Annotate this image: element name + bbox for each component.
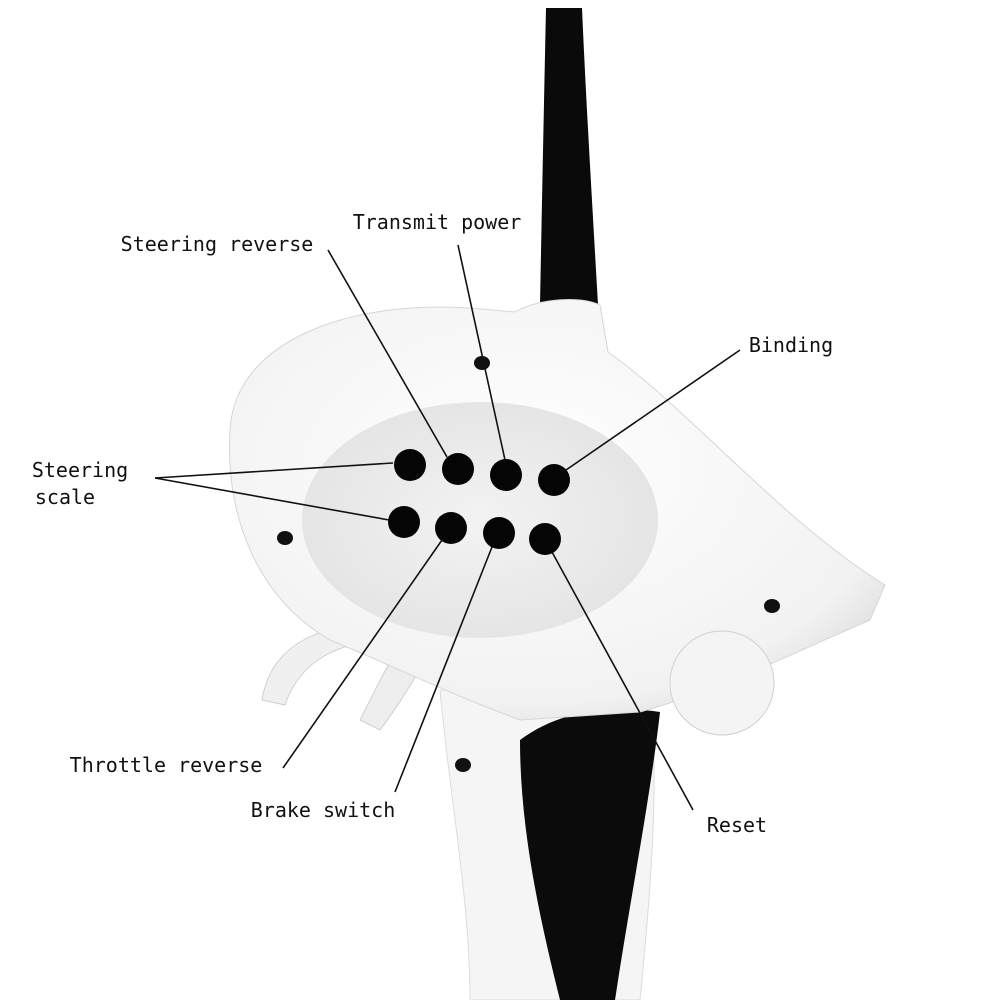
screw-hole [455,758,471,772]
screw-holes [277,356,780,772]
leader-binding [565,349,741,471]
steering-scale-hole-top [394,449,426,481]
leader-transmit-power [457,244,506,461]
screw-hole [764,599,780,613]
transmit-power-hole [490,459,522,491]
label-steering-reverse: Steering reverse [121,232,314,256]
antenna [540,8,598,305]
label-brake-switch: Brake switch [251,798,396,822]
steering-scale-hole-bottom [388,506,420,538]
brake-switch-hole [483,517,515,549]
reset-knob [669,630,775,736]
leader-brake-switch [394,546,493,793]
leader-steering-reverse [327,249,448,458]
leader-reset [551,551,694,811]
screw-hole [277,531,293,545]
grip [520,709,660,1000]
leader-throttle-reverse [282,539,443,769]
label-binding: Binding [749,333,833,357]
label-throttle-reverse: Throttle reverse [70,753,263,777]
label-steering-scale-line2: scale [35,485,95,509]
binding-hole [538,464,570,496]
label-steering-scale-line1: Steering [32,458,128,482]
reset-hole [529,523,561,555]
control-holes [388,449,570,555]
button-recess [302,402,658,638]
label-transmit-power: Transmit power [353,210,522,234]
steering-reverse-hole [442,453,474,485]
screw-hole [474,356,490,370]
throttle-reverse-hole [435,512,467,544]
leader-steering-scale-bottom [154,477,390,521]
leader-steering-scale-top [154,462,394,479]
label-reset: Reset [707,813,767,837]
